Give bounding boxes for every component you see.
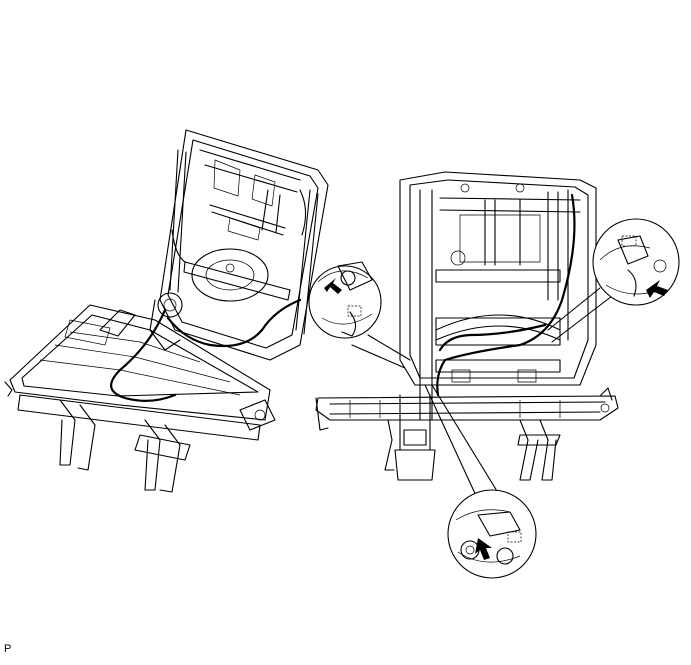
upper-left-detail (308, 261, 411, 369)
arrow-icon (475, 538, 492, 560)
seat-frame-angled-view (4, 129, 329, 493)
bottom-detail (424, 384, 537, 579)
arrow-icon (646, 280, 668, 298)
seat-frame-rear-view (315, 171, 619, 481)
upper-right-detail (547, 218, 680, 343)
arrow-icon (324, 278, 342, 294)
figure-reference-code: P (4, 643, 12, 655)
